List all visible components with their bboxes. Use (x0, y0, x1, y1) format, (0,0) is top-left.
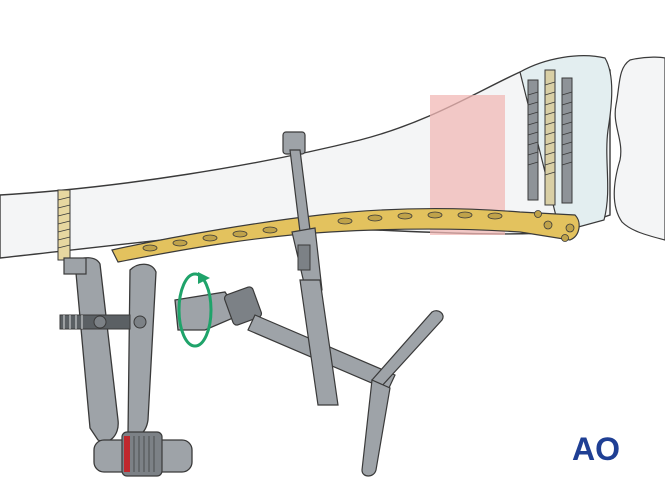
ao-logo-text: AO (572, 432, 620, 466)
tension-device (59, 257, 193, 477)
screw-3 (561, 77, 573, 204)
adjacent-bone (613, 56, 665, 241)
bone-plate (111, 208, 580, 263)
proximal-screws (527, 69, 573, 206)
distal-screw (57, 189, 71, 261)
knob (121, 431, 163, 477)
screw-1 (527, 79, 539, 201)
ao-logo: AO (572, 432, 620, 466)
drill-guide (282, 131, 339, 406)
screw-2 (544, 69, 556, 206)
rotation-arrow-icon (177, 272, 213, 348)
